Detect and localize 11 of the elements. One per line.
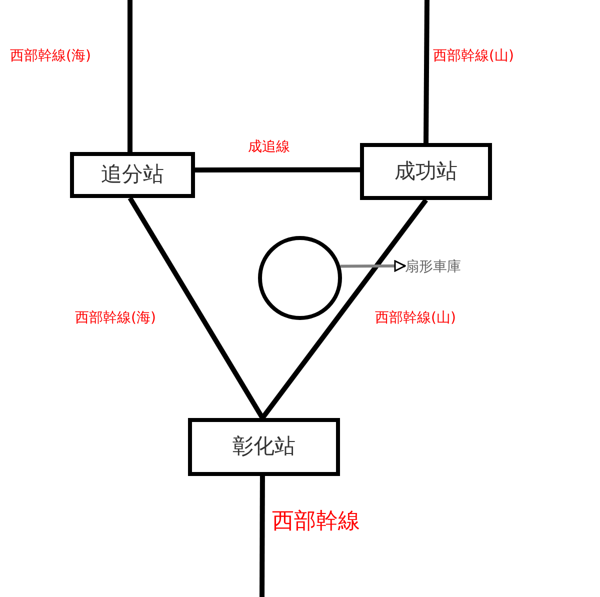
track-line [424,0,430,144]
station-box: 彰化站 [188,418,340,476]
track-line [128,0,132,152]
track-line [195,167,360,172]
track-line [260,198,428,420]
text-label: 扇形車庫 [405,256,495,278]
station-box: 追分站 [70,152,195,198]
track-line [128,196,265,420]
track-line [260,476,265,597]
arrow [340,260,406,272]
station-box: 成功站 [360,143,492,200]
